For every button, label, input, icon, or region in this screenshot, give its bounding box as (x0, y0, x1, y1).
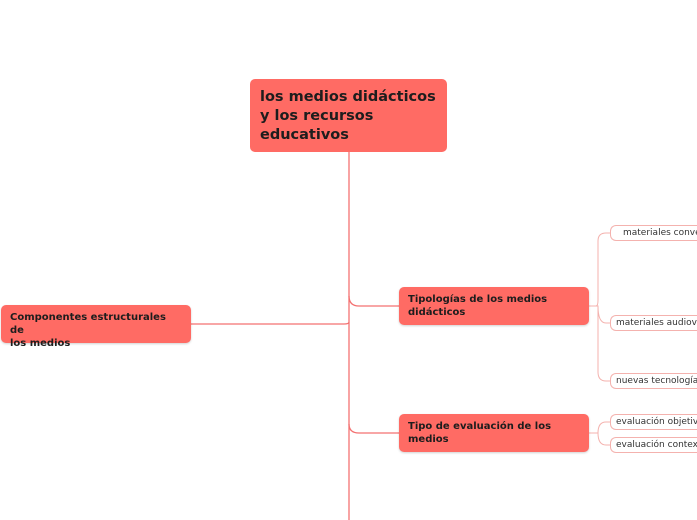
node-tipologias[interactable]: Tipologías de los medios didácticos (399, 287, 589, 325)
connector-evaluacion (348, 423, 399, 434)
connector-eval-1 (589, 421, 612, 434)
leaf-evaluacion-contextual[interactable]: evaluación contextual (610, 437, 697, 453)
leaf-materiales-convencionales[interactable]: materiales convencionales (610, 225, 697, 241)
connector-eval-2 (597, 432, 612, 446)
connector-left (191, 321, 350, 325)
leaf-materiales-audiovisuales[interactable]: materiales audiovisuales (610, 315, 697, 331)
node-componentes-estructurales[interactable]: Componentes estructurales de los medios (1, 305, 191, 349)
leaf-nuevas-tecnologias[interactable]: nuevas tecnologías (610, 373, 697, 389)
connector-tipo-1 (589, 232, 612, 307)
leaf-evaluacion-objetiva[interactable]: evaluación objetiva (610, 414, 697, 430)
connector-tipo-2 (589, 305, 612, 324)
connector-tipologias (348, 295, 399, 307)
root-node[interactable]: los medios didácticos y los recursos edu… (250, 79, 447, 152)
connector-tipo-3 (597, 306, 612, 382)
node-tipo-evaluacion[interactable]: Tipo de evaluación de los medios (399, 414, 589, 452)
